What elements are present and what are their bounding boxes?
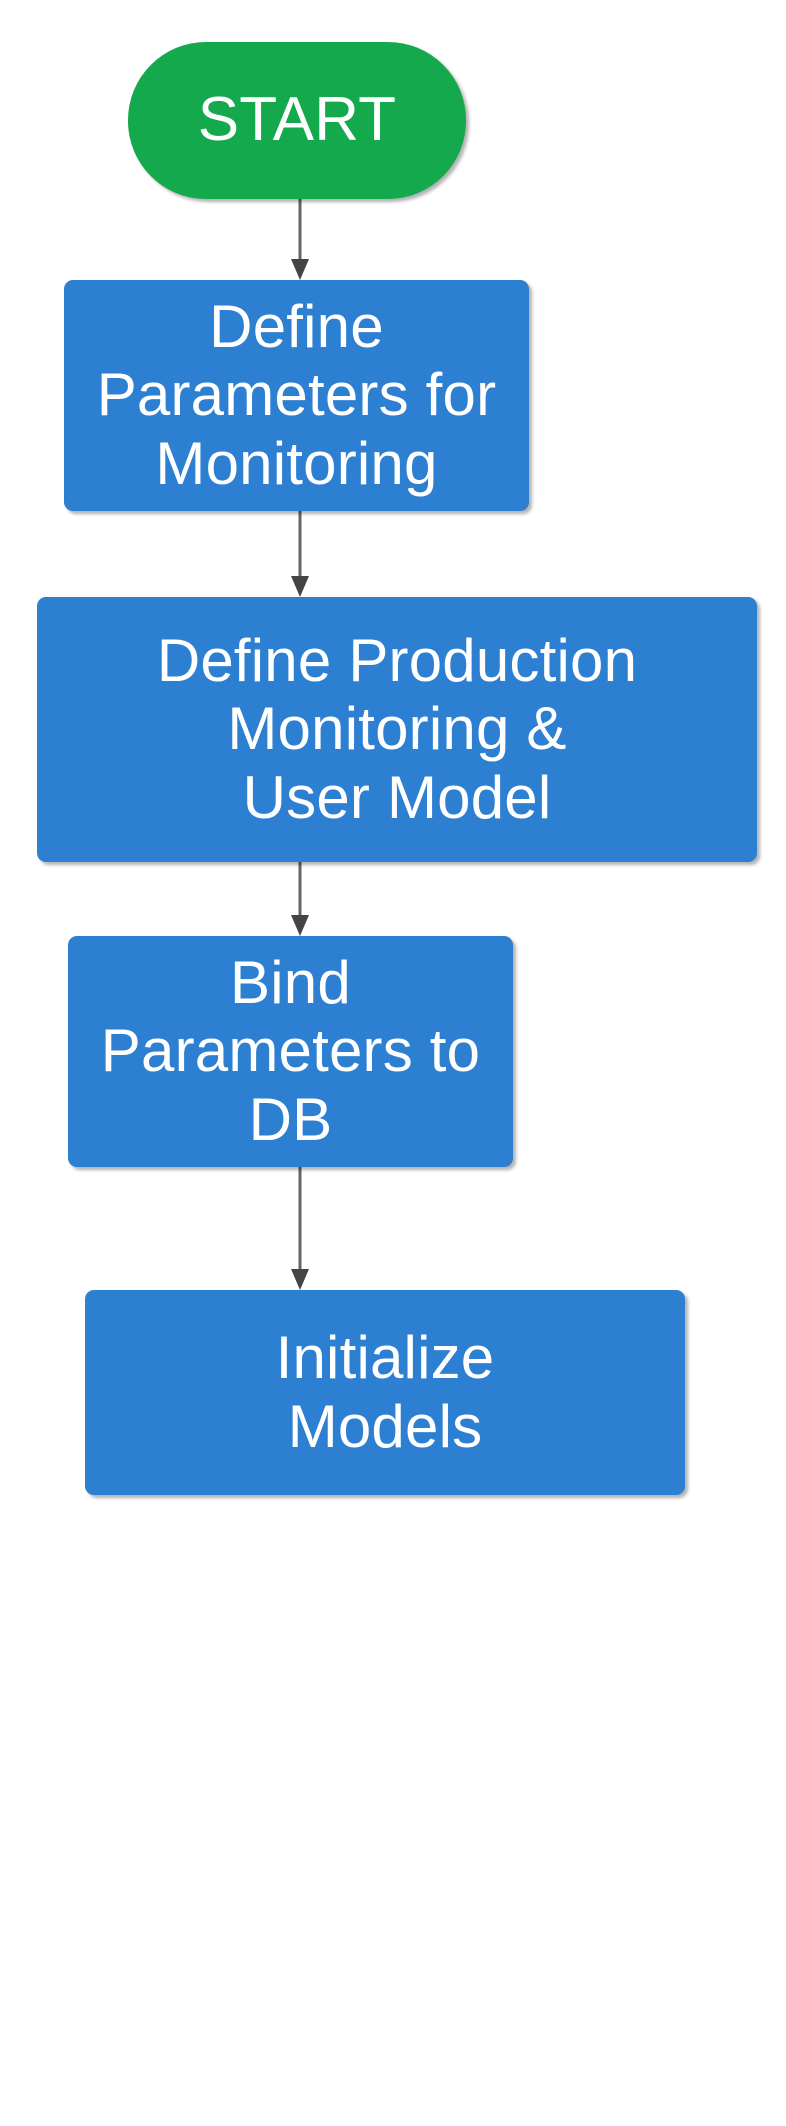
arrow-down-icon [291,511,309,597]
connector-define-parameters-to-define-production [288,511,312,597]
node-define-parameters-label: Define Parameters for Monitoring [96,292,497,497]
connector-bind-parameters-to-initialize-models [288,1167,312,1290]
arrow-down-icon [291,1167,309,1290]
connector-start-to-define-parameters [288,199,312,280]
arrow-down-icon [291,862,309,936]
node-define-production-monitoring[interactable]: Define Production Monitoring & User Mode… [37,597,757,862]
node-initialize-models[interactable]: Initialize Models [85,1290,685,1495]
node-bind-parameters[interactable]: Bind Parameters to DB [68,936,513,1167]
connector-define-production-to-bind-parameters [288,862,312,936]
node-bind-parameters-label: Bind Parameters to DB [100,948,481,1153]
arrow-down-icon [291,199,309,280]
node-define-parameters[interactable]: Define Parameters for Monitoring [64,280,529,511]
node-initialize-models-label: Initialize Models [275,1324,495,1460]
node-define-production-monitoring-label: Define Production Monitoring & User Mode… [156,626,638,831]
node-start[interactable]: START [128,42,466,199]
node-start-label: START [197,85,397,155]
